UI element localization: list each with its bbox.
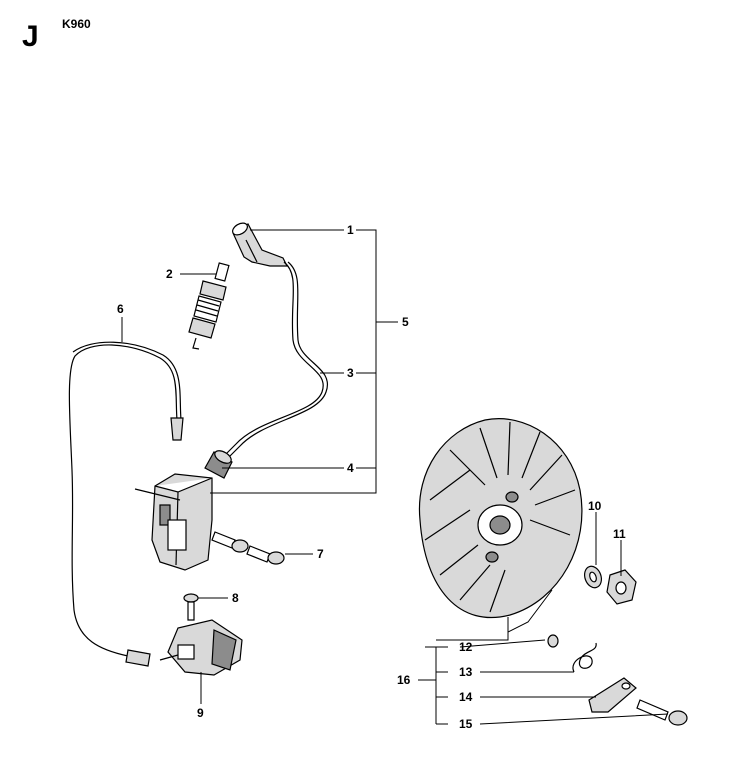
- pawl-parts: [547, 634, 688, 726]
- ignition-module: [134, 473, 213, 571]
- callout-7: 7: [317, 547, 324, 561]
- leader-lines: [121, 229, 669, 725]
- stop-switch-assembly: [159, 593, 243, 676]
- ignition-boot: [204, 450, 233, 479]
- callout-6: 6: [117, 302, 124, 316]
- spark-plug-cap: [232, 222, 288, 267]
- callout-1: 1: [347, 223, 354, 237]
- callout-15: 15: [459, 717, 473, 731]
- callout-8: 8: [232, 591, 239, 605]
- washer-and-nut: [583, 565, 637, 605]
- model-name: K960: [62, 17, 91, 31]
- callout-2: 2: [166, 267, 173, 281]
- callout-5: 5: [402, 315, 409, 329]
- callout-16: 16: [397, 673, 411, 687]
- callout-11: 11: [613, 527, 626, 541]
- callout-9: 9: [197, 706, 204, 720]
- module-screws: [211, 531, 285, 565]
- section-letter: J: [22, 20, 39, 53]
- spark-plug: [188, 262, 230, 350]
- short-circuit-cable: [68, 341, 184, 667]
- callout-12: 12: [459, 640, 473, 654]
- ht-lead: [221, 261, 324, 459]
- callout-14: 14: [459, 690, 473, 704]
- callout-4: 4: [347, 461, 354, 475]
- callout-3: 3: [347, 366, 354, 380]
- callout-10: 10: [588, 499, 602, 513]
- callout-numbers: 1 2 3 4 5 6 7 8 9 10 11 12 13 14 15 16: [117, 223, 626, 731]
- flywheel: [418, 418, 583, 619]
- callout-13: 13: [459, 665, 473, 679]
